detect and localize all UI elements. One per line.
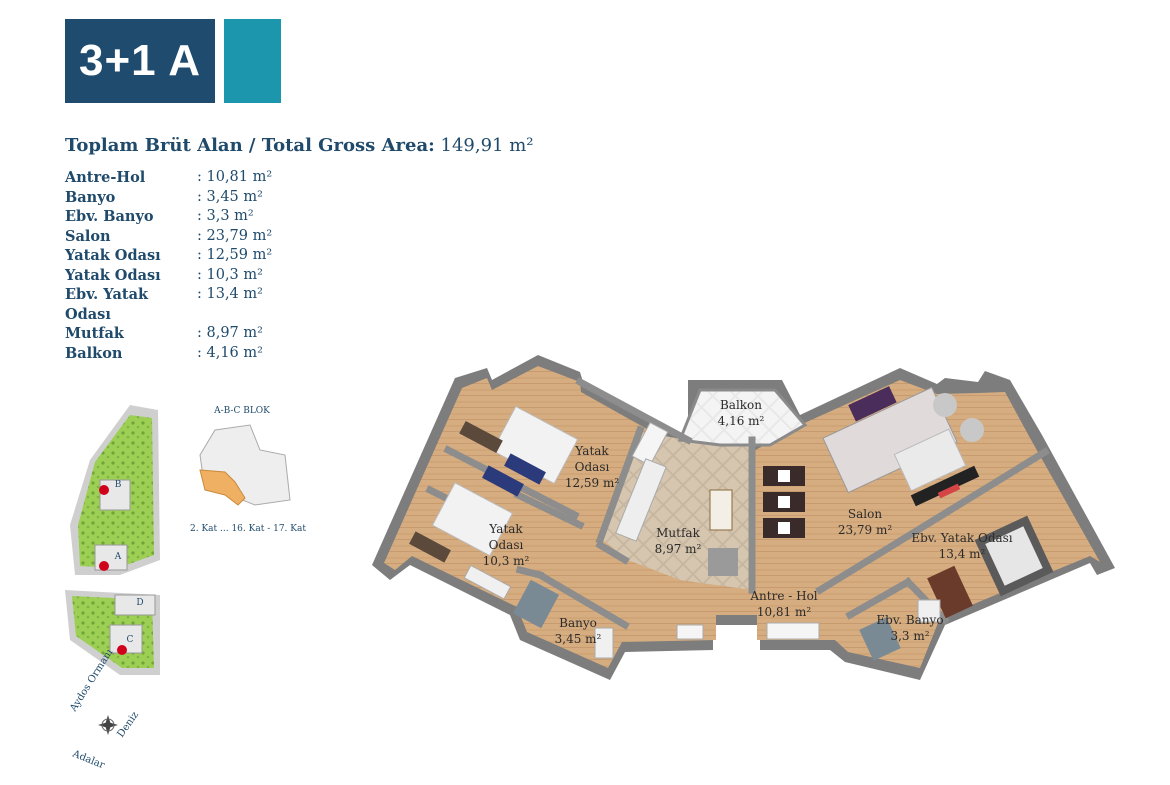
area-name: Yatak Odası <box>65 247 161 264</box>
area-row: Ebv. Banyo 3,3 m² <box>65 207 272 227</box>
hall-wardrobes <box>676 622 820 640</box>
master-bedroom-furniture <box>927 515 1054 619</box>
compass-sw-label: Adalar <box>70 748 106 771</box>
balkon-label: Balkon <box>720 398 762 412</box>
area-row: Banyo 3,45 m² <box>65 188 272 208</box>
area-name: Salon <box>65 227 111 245</box>
area-list: Antre-Hol 10,81 m² Banyo 3,45 m² Ebv. Bany… <box>65 168 272 363</box>
area-row: Balkon 4,16 m² <box>65 344 272 364</box>
area-value: 12,59 m² <box>197 246 273 266</box>
bedroom-2-furniture <box>409 465 524 600</box>
block-b-marker <box>99 485 109 495</box>
ebv-yatak-odasi-area: 13,4 m² <box>939 547 986 561</box>
area-name: Antre-Hol <box>65 169 146 186</box>
area-value: 10,3 m² <box>197 266 263 286</box>
antre-hol-area: 10,81 m² <box>757 605 812 619</box>
block-b-label: B <box>115 480 122 490</box>
block-c-label: C <box>127 635 134 645</box>
ebv-yatak-odasi-label: Ebv. Yatak Odası <box>911 531 1012 545</box>
area-value: 8,97 m² <box>197 324 263 344</box>
block-key-plan: A-B-C BLOK 2. Kat ... 16. Kat - 17. Kat <box>190 406 306 534</box>
area-value: 4,16 m² <box>197 344 263 364</box>
yatak-odasi-1-area: 12,59 m² <box>565 476 620 490</box>
badge-accent-block <box>224 19 281 103</box>
salon-label: Salon <box>848 507 882 521</box>
area-row: Antre-Hol 10,81 m² <box>65 168 272 188</box>
banyo-area: 3,45 m² <box>555 632 602 646</box>
area-name: Yatak Odası <box>65 266 161 284</box>
block-floors-text: 2. Kat ... 16. Kat - 17. Kat <box>190 524 306 534</box>
area-value: 13,4 m² <box>197 285 263 324</box>
block-outline <box>199 424 291 506</box>
block-a-label: A <box>114 552 122 562</box>
area-name: Mutfak <box>65 325 124 342</box>
mutfak-area: 8,97 m² <box>655 542 702 556</box>
balcony-floor <box>677 388 808 447</box>
area-row: Yatak Odası 10,3 m² <box>65 266 272 286</box>
area-row: Ebv. Yatak Odası 13,4 m² <box>65 285 272 324</box>
area-value: 3,3 m² <box>197 207 254 227</box>
area-name: Banyo <box>65 188 116 206</box>
total-gross-area: Toplam Brüt Alan / Total Gross Area: 149… <box>65 135 534 156</box>
dining-table <box>763 466 805 538</box>
living-room-furniture <box>822 386 984 507</box>
area-row: Salon 23,79 m² <box>65 227 272 247</box>
yatak-odasi-2-label-2: Odası <box>489 538 524 552</box>
kitchen-furniture <box>615 458 738 576</box>
antre-hol-label: Antre - Hol <box>749 589 817 603</box>
area-name: Ebv. Yatak Odası <box>65 286 149 323</box>
unit-type-badge: 3+1 A <box>65 19 215 103</box>
floor-plan: Balkon 4,16 m² Yatak Odası 12,59 m² Yata… <box>372 355 1115 680</box>
banyo-label: Banyo <box>559 616 597 630</box>
area-name: Balkon <box>65 344 123 362</box>
total-area-label: Toplam Brüt Alan / Total Gross Area: <box>65 135 435 156</box>
site-plan: B A D C <box>65 405 160 675</box>
compass-nw-label: Aydos Ormanı <box>68 647 116 714</box>
ebv-banyo-area: 3,3 m² <box>890 629 929 643</box>
block-c-marker <box>117 645 127 655</box>
compass-rose-icon <box>98 715 118 735</box>
area-row: Yatak Odası 12,59 m² <box>65 246 272 266</box>
block-d-label: D <box>136 598 143 608</box>
area-value: 3,45 m² <box>197 188 263 208</box>
unit-highlight <box>199 469 246 506</box>
block-key-title: A-B-C BLOK <box>213 406 270 416</box>
yatak-odasi-1-label: Yatak <box>574 444 609 458</box>
yatak-odasi-1-label-2: Odası <box>575 460 610 474</box>
area-row: Mutfak 8,97 m² <box>65 324 272 344</box>
total-area-value: 149,91 m² <box>440 135 534 156</box>
ebv-banyo-label: Ebv. Banyo <box>876 613 943 627</box>
block-b-building <box>99 479 131 511</box>
salon-area: 23,79 m² <box>838 523 893 537</box>
room-labels: Balkon 4,16 m² Yatak Odası 12,59 m² Yata… <box>483 398 1013 646</box>
yatak-odasi-2-label: Yatak <box>488 522 523 536</box>
bedroom-1-furniture <box>459 405 669 485</box>
area-value: 23,79 m² <box>197 227 273 247</box>
compass-se-label: Deniz <box>115 710 141 740</box>
block-a-marker <box>99 561 109 571</box>
yatak-odasi-2-area: 10,3 m² <box>483 554 530 568</box>
balkon-area: 4,16 m² <box>718 414 765 428</box>
bathroom-fixtures <box>512 579 941 661</box>
area-name: Ebv. Banyo <box>65 208 154 225</box>
mutfak-label: Mutfak <box>656 526 700 540</box>
area-value: 10,81 m² <box>197 168 273 188</box>
block-d-building <box>114 594 156 616</box>
